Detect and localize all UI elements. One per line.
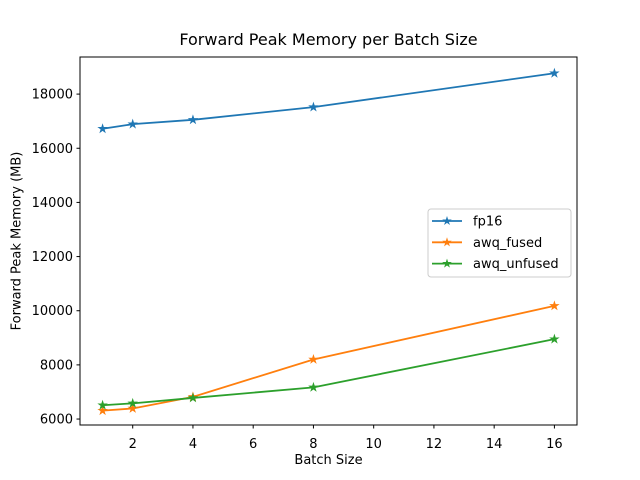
y-tick-label: 10000: [32, 304, 73, 319]
x-axis-label: Batch Size: [294, 453, 363, 468]
y-tick-label: 8000: [40, 358, 73, 373]
legend-label-awq_fused: awq_fused: [473, 236, 542, 251]
legend-box: [427, 208, 572, 278]
series-line-fp16: [102, 72, 555, 130]
y-tick-label: 6000: [40, 413, 73, 428]
series-marker-awq_fused: [97, 405, 108, 416]
chart-title: Forward Peak Memory per Batch Size: [179, 30, 478, 49]
x-tick-label: 4: [189, 437, 197, 452]
axes-frame: [79, 56, 578, 426]
legend-sample-marker-fp16: [442, 216, 452, 226]
y-tick-label: 18000: [32, 88, 73, 103]
x-tick-label: 2: [129, 437, 137, 452]
x-tick-label: 14: [486, 437, 503, 452]
y-tick-label: 16000: [32, 142, 73, 157]
series-marker-fp16: [97, 123, 108, 134]
y-axis-label: Forward Peak Memory (MB): [9, 151, 25, 331]
y-tick-label: 14000: [32, 196, 73, 211]
x-tick-label: 8: [309, 437, 317, 452]
x-tick-label: 10: [365, 437, 382, 452]
y-tick-label: 12000: [32, 250, 73, 265]
x-tick-label: 16: [546, 437, 563, 452]
legend-label-fp16: fp16: [473, 215, 502, 230]
x-tick-label: 6: [249, 437, 257, 452]
series-marker-awq_unfused: [127, 397, 138, 408]
series-marker-awq_unfused: [549, 333, 560, 344]
series-marker-awq_unfused: [308, 381, 319, 392]
series-marker-awq_fused: [127, 402, 138, 413]
legend-label-awq_unfused: awq_unfused: [473, 257, 559, 272]
x-tick-label: 12: [426, 437, 443, 452]
series-marker-awq_fused: [549, 300, 560, 311]
series-marker-fp16: [308, 101, 319, 112]
legend-sample-marker-awq_unfused: [442, 258, 452, 268]
legend-sample-marker-awq_fused: [442, 237, 452, 247]
series-marker-awq_unfused: [187, 392, 199, 403]
series-marker-fp16: [187, 114, 199, 125]
series-line-awq_unfused: [102, 338, 555, 407]
series-marker-awq_fused: [308, 353, 319, 364]
series-marker-fp16: [127, 118, 138, 129]
series-marker-awq_unfused: [97, 399, 108, 410]
series-marker-fp16: [549, 67, 560, 78]
series-line-awq_fused: [102, 304, 555, 412]
